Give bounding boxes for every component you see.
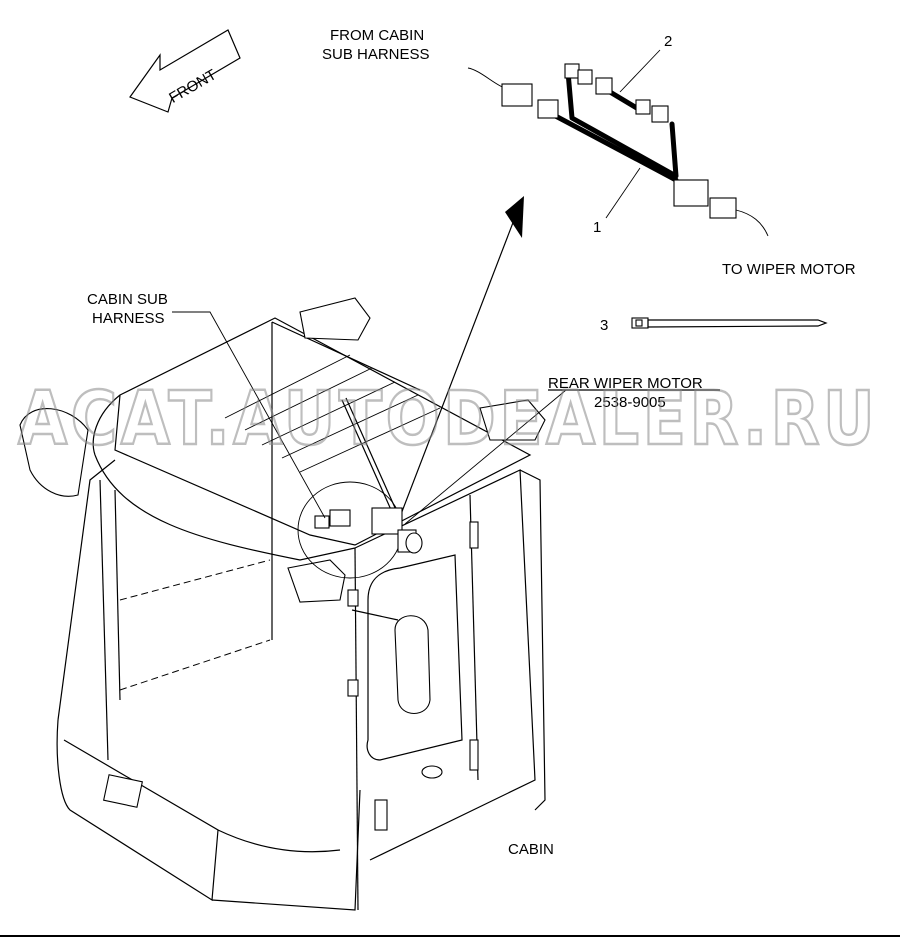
to-wiper-motor-label: TO WIPER MOTOR [722, 261, 856, 278]
harness-detail [467, 63, 769, 237]
callout-3: 3 [600, 317, 608, 334]
cabin-assembly [19, 297, 546, 911]
cabin-label: CABIN [508, 841, 554, 858]
callout-2: 2 [664, 33, 672, 50]
from-cabin-label-1: FROM CABIN [330, 27, 424, 44]
cable-tie [631, 317, 828, 329]
front-arrow: FRONT [129, 29, 241, 113]
cabin-sub-harness-label-2: HARNESS [92, 310, 165, 327]
from-cabin-label-2: SUB HARNESS [322, 46, 430, 63]
part-number-label: 2538-9005 [594, 394, 666, 411]
rear-wiper-motor-label: REAR WIPER MOTOR [548, 375, 703, 392]
callout-1: 1 [593, 219, 601, 236]
cabin-sub-harness-label-1: CABIN SUB [87, 291, 168, 308]
front-label: FRONT [166, 66, 219, 107]
watermark: ACAT.AUTODEALER.RU [18, 376, 878, 462]
